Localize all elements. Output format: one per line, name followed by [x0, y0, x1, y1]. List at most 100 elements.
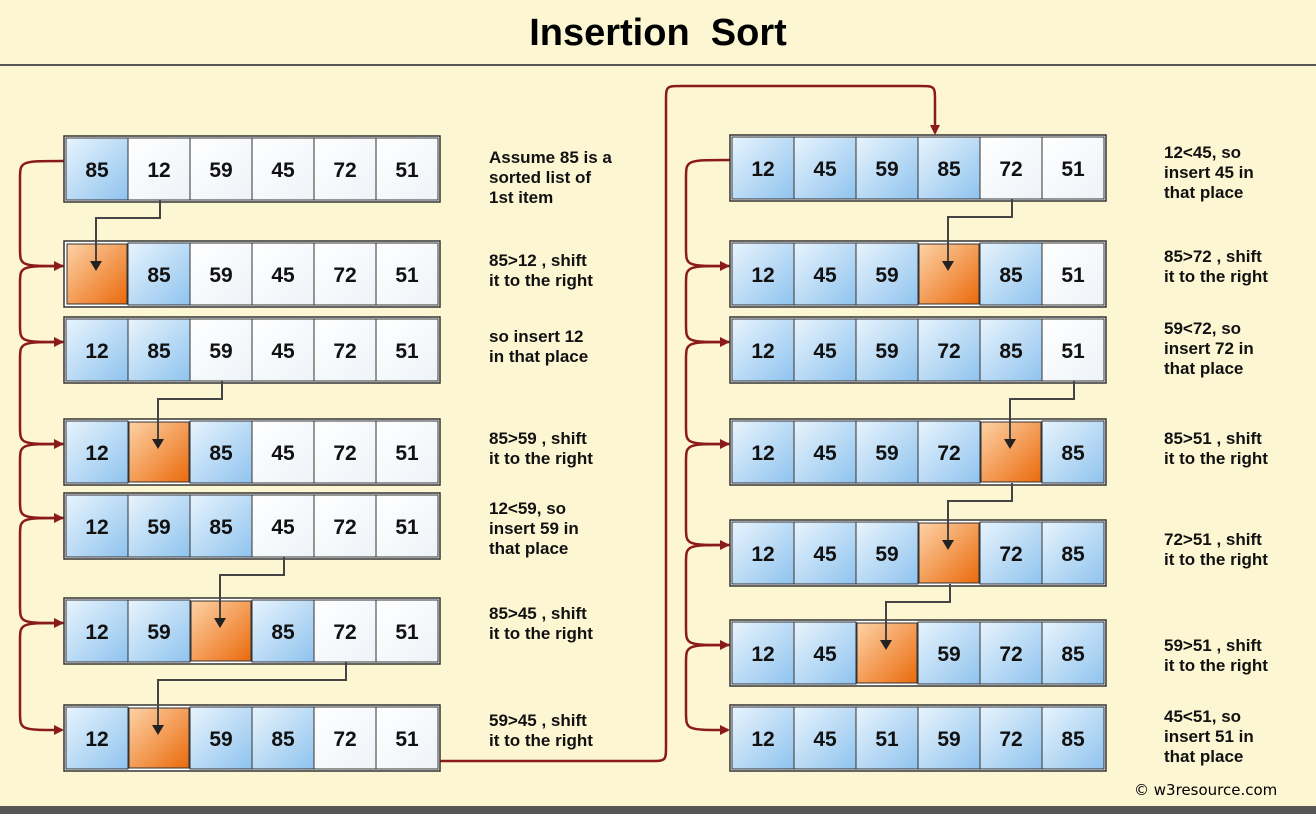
cell-value: 72	[333, 264, 356, 287]
cell-value: 45	[813, 643, 837, 666]
next-step-arrow	[18, 159, 65, 271]
array-cell	[793, 521, 857, 585]
insert-pointer-arrow	[152, 662, 347, 735]
insert-pointer-arrow	[942, 483, 1013, 550]
cell-value: 72	[937, 340, 960, 363]
cell-value: 72	[333, 728, 356, 751]
array-cell	[313, 242, 377, 306]
array-cell	[127, 242, 191, 306]
cell-value: 51	[875, 728, 899, 751]
array-cell	[855, 136, 919, 200]
next-step-arrow	[684, 442, 731, 550]
cell-value: 51	[395, 340, 419, 363]
array-cell	[1041, 136, 1105, 200]
cell-value: 85	[1061, 643, 1085, 666]
next-step-arrow	[18, 516, 65, 628]
next-step-arrow	[684, 158, 731, 271]
cell-value: 72	[999, 643, 1022, 666]
step-note: 59>45 , shift it to the right	[489, 711, 593, 750]
step-note: 72>51 , shift it to the right	[1164, 530, 1268, 569]
array-cell	[127, 137, 191, 201]
cell-value: 51	[395, 264, 419, 287]
array-cell	[793, 318, 857, 382]
array-cell	[251, 420, 315, 484]
cell-value: 12	[751, 643, 774, 666]
step-note: 85>12 , shift it to the right	[489, 251, 593, 290]
array-cell	[917, 318, 981, 382]
cell-value: 45	[813, 340, 837, 363]
cell-value: 85	[1061, 728, 1085, 751]
cell-value: 12	[85, 340, 108, 363]
cell-value: 45	[271, 442, 295, 465]
cell-value: 59	[209, 728, 232, 751]
cell-value: 51	[395, 516, 419, 539]
cell-value: 59	[147, 621, 170, 644]
cell-value: 59	[875, 158, 898, 181]
array-cell	[65, 494, 129, 558]
array-cell	[127, 318, 191, 382]
insert-pointer-arrow	[1004, 381, 1075, 449]
cell-value: 12	[85, 516, 108, 539]
array-cell	[251, 137, 315, 201]
cell-value: 85	[937, 158, 961, 181]
array-cell	[251, 706, 315, 770]
step-note: 85>51 , shift it to the right	[1164, 429, 1268, 468]
step-note: 45<51, so insert 51 in that place	[1164, 707, 1254, 766]
array-cell	[375, 318, 439, 382]
cell-value: 85	[271, 728, 295, 751]
cell-value: 51	[395, 159, 419, 182]
array-cell	[251, 318, 315, 382]
array-cell	[65, 706, 129, 770]
next-step-arrow	[684, 340, 731, 449]
array-cell	[127, 599, 191, 663]
array-cell	[251, 494, 315, 558]
cell-value: 59	[875, 340, 898, 363]
array-cell	[65, 420, 129, 484]
array-cell	[917, 621, 981, 685]
cell-value: 12	[751, 340, 774, 363]
array-cell	[189, 494, 253, 558]
cell-value: 12	[751, 728, 774, 751]
cell-value: 12	[85, 621, 108, 644]
cell-value: 45	[813, 264, 837, 287]
cell-value: 59	[937, 728, 960, 751]
array-cell	[731, 621, 795, 685]
cell-value: 72	[333, 621, 356, 644]
cell-value: 51	[395, 621, 419, 644]
next-step-arrow	[684, 543, 731, 650]
array-cell	[731, 420, 795, 484]
cell-value: 45	[271, 264, 295, 287]
next-step-arrow	[684, 643, 731, 735]
cell-value: 45	[271, 159, 295, 182]
step-note: 85>59 , shift it to the right	[489, 429, 593, 468]
cell-value: 72	[333, 442, 356, 465]
array-cell	[1041, 420, 1105, 484]
array-cell	[917, 420, 981, 484]
array-cell	[793, 420, 857, 484]
cell-value: 12	[147, 159, 170, 182]
insert-pointer-arrow	[152, 381, 223, 449]
step-note: 59<72, so insert 72 in that place	[1164, 319, 1254, 378]
cell-value: 85	[999, 264, 1023, 287]
array-cell	[1041, 318, 1105, 382]
insert-pointer-arrow	[214, 557, 285, 628]
cell-value: 72	[333, 516, 356, 539]
array-cell	[793, 136, 857, 200]
step-note: 59>51 , shift it to the right	[1164, 636, 1268, 675]
cell-value: 51	[1061, 158, 1085, 181]
array-cell	[1041, 621, 1105, 685]
array-cell	[65, 599, 129, 663]
cell-value: 59	[147, 516, 170, 539]
cell-value: 45	[271, 340, 295, 363]
array-cell	[313, 494, 377, 558]
cell-value: 72	[999, 543, 1022, 566]
